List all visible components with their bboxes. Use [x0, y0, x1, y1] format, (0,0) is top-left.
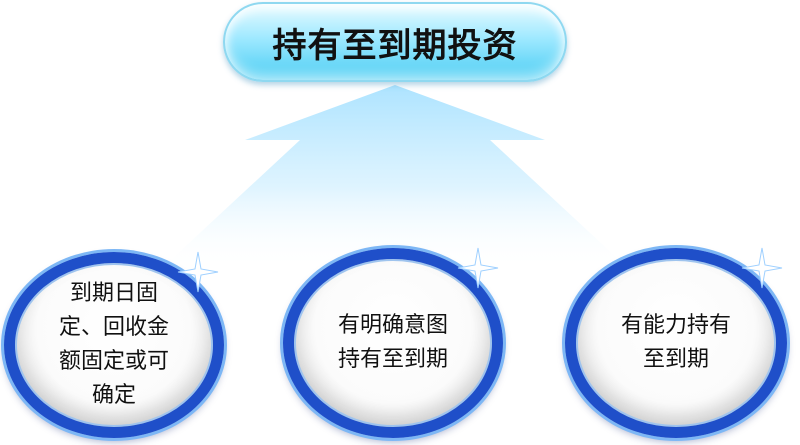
up-arrow-icon — [160, 85, 630, 270]
condition-circle-fixed-maturity: 到期日固 定、回收金 额固定或可 确定 — [4, 252, 224, 438]
condition-circle-positive-intent: 有明确意图 持有至到期 — [283, 248, 503, 438]
sparkle-icon — [457, 247, 499, 289]
condition-text-positive-intent: 有明确意图 持有至到期 — [337, 313, 448, 372]
condition-text-fixed-maturity: 到期日固 定、回收金 额固定或可 确定 — [58, 281, 169, 408]
diagram-title: 持有至到期投资 — [272, 25, 518, 66]
sparkle-icon — [177, 251, 219, 293]
condition-circle-ability: 有能力持有 至到期 — [565, 248, 787, 438]
condition-text-ability: 有能力持有 至到期 — [620, 313, 731, 372]
sparkle-icon — [741, 247, 783, 289]
title-pill: 持有至到期投资 — [223, 2, 567, 82]
